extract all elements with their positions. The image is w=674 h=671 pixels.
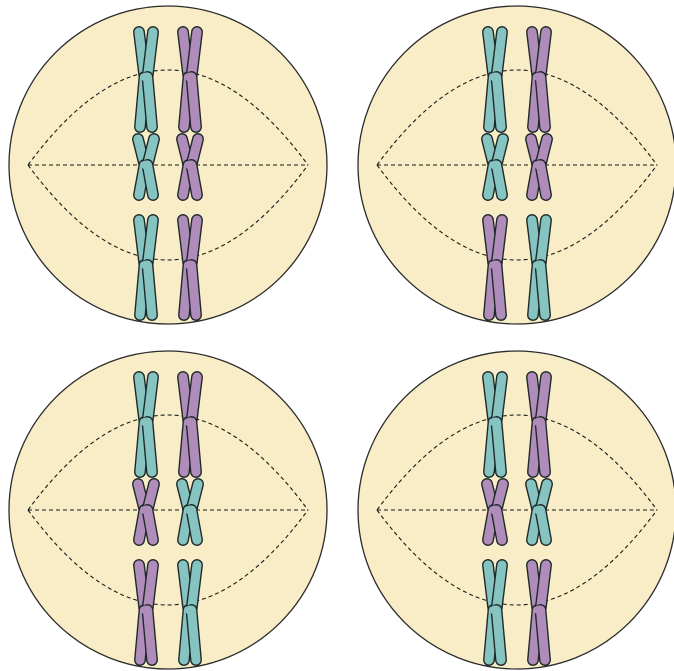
centromere	[534, 418, 545, 427]
centromere	[185, 418, 196, 427]
centromere	[141, 261, 152, 270]
centromere	[534, 506, 545, 515]
centromere	[490, 73, 501, 82]
centromere	[490, 606, 501, 615]
centromere	[490, 161, 501, 170]
centromere	[185, 606, 196, 615]
centromere	[141, 506, 152, 515]
cell-bottom-left	[9, 351, 327, 669]
centromere	[185, 506, 196, 515]
centromere	[185, 261, 196, 270]
centromere	[490, 261, 501, 270]
centromere	[490, 506, 501, 515]
centromere	[185, 73, 196, 82]
centromere	[141, 606, 152, 615]
centromere	[141, 418, 152, 427]
centromere	[534, 606, 545, 615]
centromere	[534, 261, 545, 270]
centromere	[185, 161, 196, 170]
cell-top-right	[358, 6, 674, 324]
centromere	[534, 161, 545, 170]
centromere	[141, 161, 152, 170]
centromere	[490, 418, 501, 427]
centromere	[534, 73, 545, 82]
cell-top-left	[9, 6, 327, 324]
cell-bottom-right	[358, 351, 674, 669]
centromere	[141, 73, 152, 82]
